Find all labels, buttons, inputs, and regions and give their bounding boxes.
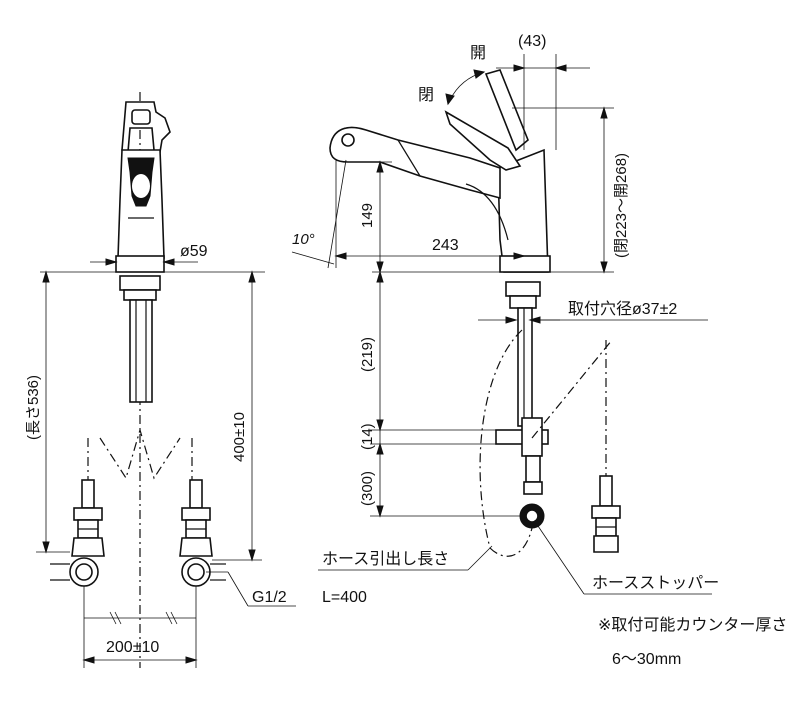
d200-arrow-l	[82, 656, 95, 664]
break-mark-a1	[109, 611, 117, 625]
side-shank	[517, 307, 533, 427]
side-hose-dash-loop	[489, 527, 533, 557]
front-break-zigzag	[99, 427, 181, 480]
d243-arrow-l	[334, 252, 347, 260]
hose-stopper-leader	[537, 525, 585, 595]
d200-arrow-r	[185, 656, 198, 664]
side-lever-open	[484, 69, 529, 152]
d400-arrow-bottom	[248, 549, 256, 562]
d300-arrow-bottom	[376, 505, 384, 518]
hole-arrow-l	[505, 316, 518, 324]
counter-range: 6〜30mm	[612, 651, 681, 668]
dopen-arrow-top	[600, 106, 608, 119]
g12-leader-b	[227, 571, 249, 607]
front-shank	[129, 299, 153, 403]
d14-label: (14)	[359, 423, 376, 450]
d219-arrow-bottom	[376, 419, 384, 432]
d300-label: (300)	[359, 471, 376, 506]
break-mark-b1	[165, 611, 173, 625]
d43-arrow-l	[513, 64, 526, 72]
close-label: 閉	[418, 87, 434, 104]
side-spout-button	[341, 133, 355, 147]
d219-arrow-top	[376, 270, 384, 283]
length536-arrow-bottom	[42, 541, 50, 554]
side-base	[499, 255, 551, 273]
dopen-arrow-bottom	[600, 261, 608, 274]
side-hose-dash-arc	[479, 329, 523, 549]
dia59-label: ø59	[180, 243, 208, 260]
d243-arrow-r	[513, 252, 526, 260]
d400-arrow-top	[248, 270, 256, 283]
side-hose-dash-diag	[531, 339, 613, 439]
front-mount-nut	[119, 275, 161, 291]
dia59-arrow-l	[105, 258, 118, 266]
side-washer	[509, 295, 537, 309]
hose-length-label: ホース引出し長さ	[322, 550, 449, 568]
d14-arrow	[376, 442, 384, 455]
d200-label: 200±10	[106, 639, 159, 656]
d149-label: 149	[359, 203, 376, 228]
hose-length-value: L=400	[322, 589, 367, 606]
side-valve	[591, 475, 621, 553]
angle10-line-a	[291, 251, 335, 265]
dia59-arrow-r	[162, 258, 175, 266]
side-hose-clamp	[521, 417, 543, 457]
hose-length-leader	[467, 545, 493, 571]
d219-label: (219)	[359, 337, 376, 372]
front-valve-left	[69, 479, 105, 587]
side-spout-curve	[465, 183, 509, 241]
side-spout	[329, 126, 501, 200]
d400-label: 400±10	[231, 412, 248, 462]
length536-label: (長さ536)	[25, 375, 42, 440]
front-valve-right	[179, 479, 213, 587]
side-hose-lower	[523, 481, 543, 495]
hose-stopper-label: ホースストッパー	[592, 575, 719, 592]
front-view: ø59	[25, 92, 296, 668]
front-base	[115, 255, 165, 273]
front-spout-hole	[132, 174, 150, 198]
angle10-line-c	[327, 159, 347, 269]
hole-label: 取付穴径ø37±2	[568, 300, 677, 318]
length536-arrow-top	[42, 270, 50, 283]
g12-label: G1/2	[252, 589, 287, 606]
front-lever-knob	[131, 109, 151, 125]
side-hose-connector	[525, 455, 541, 483]
side-view: (43) 開 閉 10° 149 243 (閉223〜開268)	[291, 33, 787, 668]
d43-arrow-r	[554, 64, 567, 72]
break-mark-b2	[170, 611, 178, 625]
side-mount-nut	[505, 281, 541, 297]
d43-label: (43)	[518, 33, 546, 50]
close-arrow	[445, 93, 455, 106]
counter-note: ※取付可能カウンター厚さ	[598, 616, 787, 634]
break-mark-a2	[114, 611, 122, 625]
side-spout-joint	[397, 139, 421, 177]
hose-stopper-center	[525, 509, 539, 523]
d243-label: 243	[432, 237, 459, 254]
open-label: 開	[470, 45, 486, 62]
open-arrow	[473, 69, 486, 79]
dopen-label: (閉223〜開268)	[613, 153, 630, 258]
front-washer	[123, 289, 157, 301]
angle10-label: 10°	[292, 231, 315, 248]
d149-arrow-bottom	[376, 261, 384, 274]
side-handle	[444, 110, 522, 171]
d149-arrow-top	[376, 160, 384, 173]
